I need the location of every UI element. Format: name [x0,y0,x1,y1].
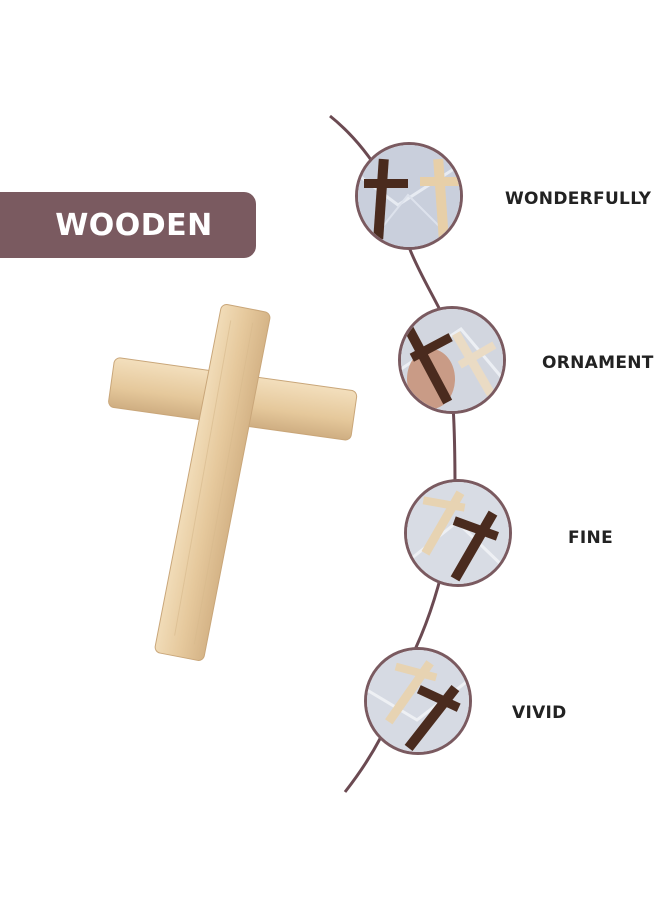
banner-label: WOODEN [55,207,213,243]
feature-label-3: FINE [568,528,613,548]
wooden-banner: WOODEN [0,192,256,258]
thumbnail-2 [398,306,506,414]
thumbnail-1 [355,142,463,250]
thumbnail-4 [364,647,472,755]
feature-label-2: ORNAMENT [542,353,654,373]
feature-label-4: VIVID [512,703,567,723]
feature-label-1: WONDERFULLY [505,189,652,209]
thumbnail-3 [404,479,512,587]
